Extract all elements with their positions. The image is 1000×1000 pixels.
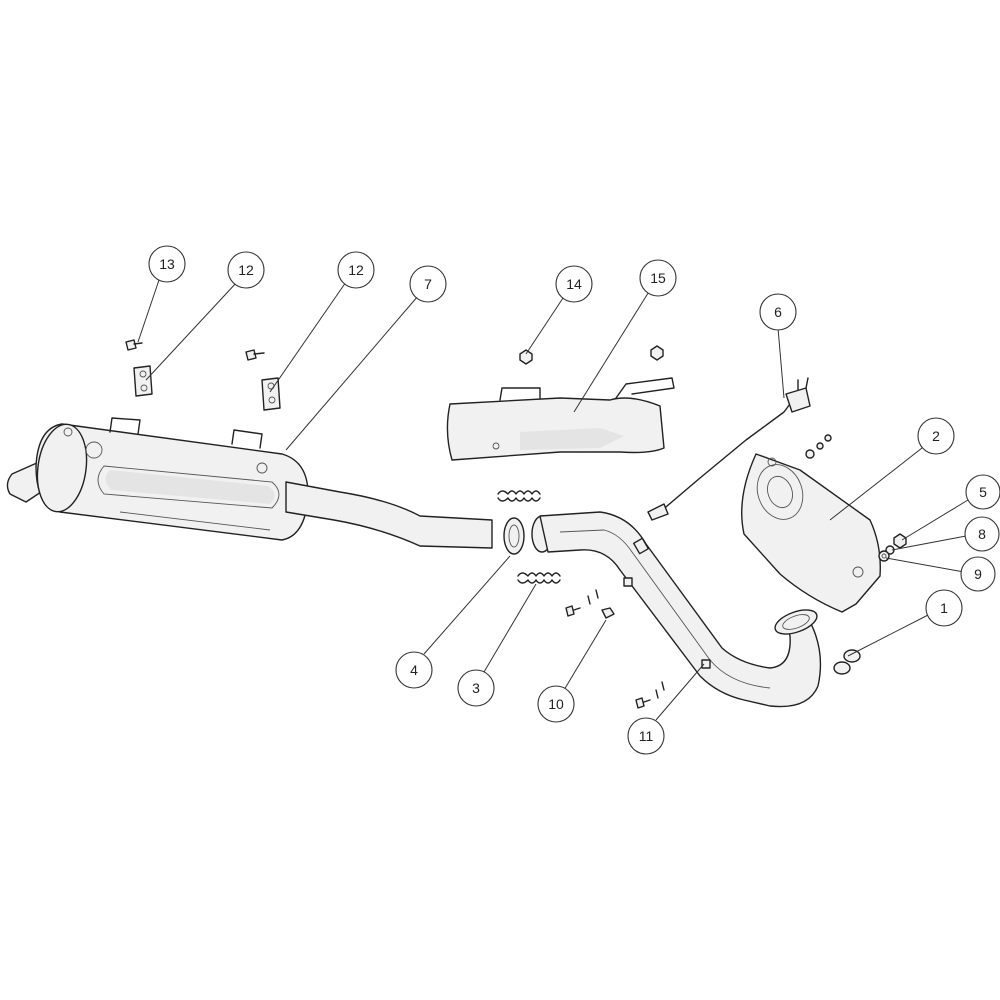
callout-10[interactable]: 10 <box>537 685 575 723</box>
callout-label: 15 <box>650 270 666 286</box>
callout-label: 12 <box>348 262 364 278</box>
heat-shield-15 <box>446 345 675 461</box>
spring-3 <box>517 572 561 584</box>
callout-label: 5 <box>979 484 987 500</box>
callout-8[interactable]: 8 <box>964 516 1000 552</box>
callout-14[interactable]: 14 <box>555 265 593 303</box>
spring-upper <box>497 490 541 502</box>
callout-label: 4 <box>410 662 418 678</box>
callout-label: 1 <box>940 600 948 616</box>
callout-label: 12 <box>238 262 254 278</box>
callout-15[interactable]: 15 <box>639 259 677 297</box>
bolt-12-right <box>245 349 265 361</box>
muffler-7 <box>6 417 493 549</box>
oxygen-sensor-6 <box>647 377 811 521</box>
callout-1[interactable]: 1 <box>925 589 963 627</box>
callout-label: 13 <box>159 256 175 272</box>
callout-label: 9 <box>974 566 982 582</box>
callout-4[interactable]: 4 <box>395 651 433 689</box>
callout-13[interactable]: 13 <box>148 245 186 283</box>
callout-label: 8 <box>978 526 986 542</box>
callout-11[interactable]: 11 <box>627 717 665 755</box>
bolt-13 <box>125 339 143 351</box>
callout-label: 10 <box>548 696 564 712</box>
bracket-12-right <box>261 377 281 411</box>
callout-label: 3 <box>472 680 480 696</box>
bolt-10 <box>565 589 615 619</box>
leader-lines <box>137 279 969 721</box>
gasket-1 <box>833 649 861 675</box>
callout-label: 6 <box>774 304 782 320</box>
callout-7[interactable]: 7 <box>409 265 447 303</box>
washer-9 <box>878 550 890 562</box>
bracket-12-left <box>133 365 153 397</box>
callout-12-right[interactable]: 12 <box>337 251 375 289</box>
callout-12-left[interactable]: 12 <box>227 251 265 289</box>
callout-label: 7 <box>424 276 432 292</box>
callout-5[interactable]: 5 <box>965 474 1000 510</box>
callout-6[interactable]: 6 <box>759 293 797 331</box>
nut-5 <box>893 533 907 549</box>
heat-shield-2 <box>741 434 881 613</box>
callout-9[interactable]: 9 <box>960 556 996 592</box>
callout-label: 11 <box>639 728 654 744</box>
callout-2[interactable]: 2 <box>917 417 955 455</box>
callout-label: 14 <box>566 276 582 292</box>
header-pipe-11 <box>539 511 822 709</box>
callout-label: 2 <box>932 428 940 444</box>
callout-3[interactable]: 3 <box>457 669 495 707</box>
nut-14 <box>519 349 533 365</box>
